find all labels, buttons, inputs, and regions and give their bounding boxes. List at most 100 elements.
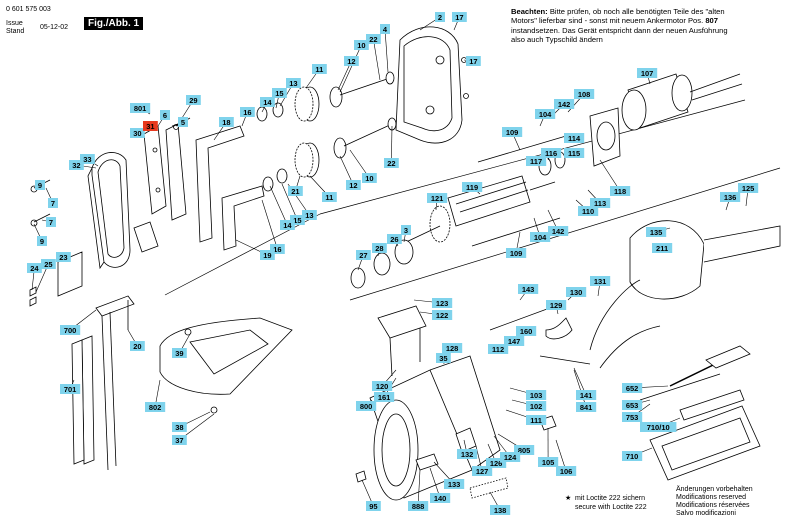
part-label-22[interactable]: 22 bbox=[384, 158, 399, 168]
part-label-652[interactable]: 652 bbox=[622, 383, 643, 393]
part-label-23[interactable]: 23 bbox=[56, 252, 71, 262]
part-label-109[interactable]: 109 bbox=[502, 127, 523, 137]
part-label-37[interactable]: 37 bbox=[172, 435, 187, 445]
part-label-16[interactable]: 16 bbox=[270, 244, 285, 254]
part-label-5[interactable]: 5 bbox=[178, 117, 188, 127]
part-label-18[interactable]: 18 bbox=[219, 117, 234, 127]
part-label-121[interactable]: 121 bbox=[427, 193, 448, 203]
part-label-11[interactable]: 11 bbox=[312, 64, 327, 74]
part-label-653[interactable]: 653 bbox=[622, 400, 643, 410]
part-label-211[interactable]: 211 bbox=[652, 243, 673, 253]
part-label-29[interactable]: 29 bbox=[186, 95, 201, 105]
part-label-131[interactable]: 131 bbox=[590, 276, 611, 286]
part-label-130[interactable]: 130 bbox=[566, 287, 587, 297]
part-label-109[interactable]: 109 bbox=[506, 248, 527, 258]
part-label-118[interactable]: 118 bbox=[610, 186, 631, 196]
part-label-107[interactable]: 107 bbox=[637, 68, 658, 78]
part-label-13[interactable]: 13 bbox=[286, 78, 301, 88]
part-label-143[interactable]: 143 bbox=[518, 284, 539, 294]
part-label-841[interactable]: 841 bbox=[576, 402, 597, 412]
part-label-7[interactable]: 7 bbox=[46, 217, 56, 227]
part-label-12[interactable]: 12 bbox=[344, 56, 359, 66]
part-label-119[interactable]: 119 bbox=[462, 182, 483, 192]
part-label-142[interactable]: 142 bbox=[554, 99, 575, 109]
part-label-20[interactable]: 20 bbox=[130, 341, 145, 351]
part-label-35[interactable]: 35 bbox=[436, 353, 451, 363]
part-label-22[interactable]: 22 bbox=[366, 34, 381, 44]
part-label-111[interactable]: 111 bbox=[526, 415, 547, 425]
part-label-9[interactable]: 9 bbox=[35, 180, 45, 190]
part-label-17[interactable]: 17 bbox=[466, 56, 481, 66]
part-label-138[interactable]: 138 bbox=[490, 505, 511, 515]
part-label-27[interactable]: 27 bbox=[356, 250, 371, 260]
part-label-28[interactable]: 28 bbox=[372, 243, 387, 253]
part-label-7[interactable]: 7 bbox=[48, 198, 58, 208]
part-label-25[interactable]: 25 bbox=[41, 259, 56, 269]
part-label-3[interactable]: 3 bbox=[401, 225, 411, 235]
part-label-114[interactable]: 114 bbox=[564, 133, 585, 143]
part-label-2[interactable]: 2 bbox=[435, 12, 445, 22]
part-label-701[interactable]: 701 bbox=[60, 384, 81, 394]
part-label-800[interactable]: 800 bbox=[356, 401, 377, 411]
part-label-801[interactable]: 801 bbox=[130, 103, 151, 113]
part-label-142[interactable]: 142 bbox=[548, 226, 569, 236]
part-label-102[interactable]: 102 bbox=[526, 401, 547, 411]
part-label-147[interactable]: 147 bbox=[504, 336, 525, 346]
part-label-105[interactable]: 105 bbox=[538, 457, 559, 467]
part-label-136[interactable]: 136 bbox=[720, 192, 741, 202]
part-label-116[interactable]: 116 bbox=[541, 148, 562, 158]
part-label-14[interactable]: 14 bbox=[280, 220, 295, 230]
part-label-135[interactable]: 135 bbox=[646, 227, 667, 237]
part-label-117[interactable]: 117 bbox=[526, 156, 547, 166]
part-label-124[interactable]: 124 bbox=[500, 452, 521, 462]
part-label-10[interactable]: 10 bbox=[362, 173, 377, 183]
part-label-9[interactable]: 9 bbox=[37, 236, 47, 246]
part-label-33[interactable]: 33 bbox=[80, 154, 95, 164]
part-label-123[interactable]: 123 bbox=[432, 298, 453, 308]
part-label-710[interactable]: 710 bbox=[622, 451, 643, 461]
part-label-24[interactable]: 24 bbox=[27, 263, 42, 273]
part-label-14[interactable]: 14 bbox=[260, 97, 275, 107]
part-label-15[interactable]: 15 bbox=[290, 215, 305, 225]
part-label-95[interactable]: 95 bbox=[366, 501, 381, 511]
part-label-108[interactable]: 108 bbox=[574, 89, 595, 99]
part-label-710-10[interactable]: 710/10 bbox=[640, 422, 677, 432]
part-label-26[interactable]: 26 bbox=[387, 234, 402, 244]
part-label-10[interactable]: 10 bbox=[354, 40, 369, 50]
part-label-12[interactable]: 12 bbox=[346, 180, 361, 190]
part-label-30[interactable]: 30 bbox=[130, 128, 145, 138]
part-label-161[interactable]: 161 bbox=[374, 392, 395, 402]
part-label-140[interactable]: 140 bbox=[430, 493, 451, 503]
part-label-103[interactable]: 103 bbox=[526, 390, 547, 400]
part-label-802[interactable]: 802 bbox=[145, 402, 166, 412]
part-label-104[interactable]: 104 bbox=[535, 109, 556, 119]
part-label-19[interactable]: 19 bbox=[260, 250, 275, 260]
part-label-11[interactable]: 11 bbox=[322, 192, 337, 202]
part-label-129[interactable]: 129 bbox=[546, 300, 567, 310]
part-label-141[interactable]: 141 bbox=[576, 390, 597, 400]
part-label-160[interactable]: 160 bbox=[516, 326, 537, 336]
part-label-888[interactable]: 888 bbox=[408, 501, 429, 511]
part-label-32[interactable]: 32 bbox=[69, 160, 84, 170]
part-label-753[interactable]: 753 bbox=[622, 412, 643, 422]
part-label-106[interactable]: 106 bbox=[556, 466, 577, 476]
part-label-128[interactable]: 128 bbox=[442, 343, 463, 353]
part-label-13[interactable]: 13 bbox=[302, 210, 317, 220]
part-label-4[interactable]: 4 bbox=[380, 24, 390, 34]
part-label-113[interactable]: 113 bbox=[590, 198, 611, 208]
part-label-39[interactable]: 39 bbox=[172, 348, 187, 358]
part-label-127[interactable]: 127 bbox=[472, 466, 493, 476]
part-label-6[interactable]: 6 bbox=[160, 110, 170, 120]
part-label-126[interactable]: 126 bbox=[486, 458, 507, 468]
part-label-133[interactable]: 133 bbox=[444, 479, 465, 489]
part-label-700[interactable]: 700 bbox=[60, 325, 81, 335]
part-label-15[interactable]: 15 bbox=[272, 88, 287, 98]
part-label-16[interactable]: 16 bbox=[240, 107, 255, 117]
part-label-104[interactable]: 104 bbox=[530, 232, 551, 242]
part-label-112[interactable]: 112 bbox=[488, 344, 509, 354]
part-label-21[interactable]: 21 bbox=[288, 186, 303, 196]
part-label-38[interactable]: 38 bbox=[172, 422, 187, 432]
part-label-17[interactable]: 17 bbox=[452, 12, 467, 22]
part-label-110[interactable]: 110 bbox=[578, 206, 599, 216]
part-label-115[interactable]: 115 bbox=[564, 148, 585, 158]
